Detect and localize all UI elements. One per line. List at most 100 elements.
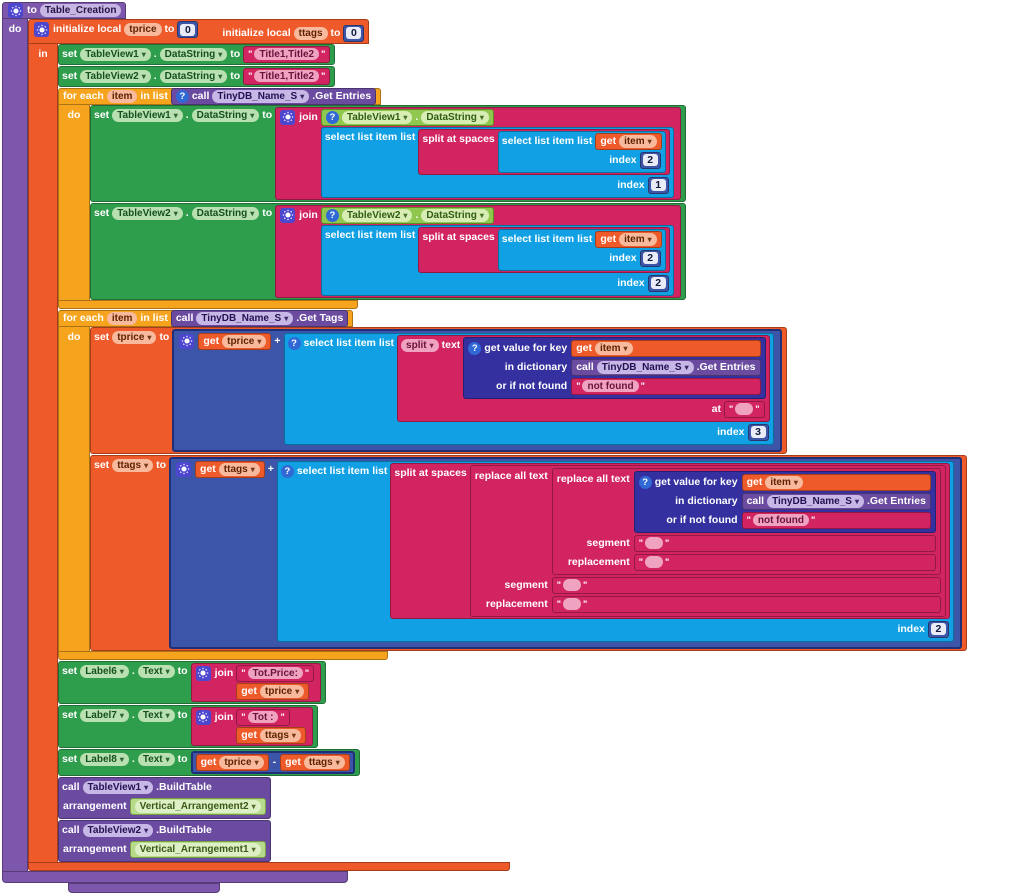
index-number-block[interactable]: 3 — [747, 423, 769, 441]
string-field[interactable]: not found — [752, 514, 809, 526]
mutator-gear-icon[interactable] — [179, 333, 195, 349]
property-dropdown[interactable]: DataString▾ — [159, 47, 228, 61]
loop-var-field[interactable]: item — [106, 311, 138, 325]
variable-dropdown[interactable]: item▾ — [594, 341, 633, 355]
component-dropdown[interactable]: TableView2▾ — [80, 69, 151, 83]
number-field[interactable]: 1 — [650, 179, 666, 191]
comment-question-icon[interactable]: ? — [175, 89, 189, 103]
index-number-block[interactable]: 1 — [647, 176, 669, 194]
property-dropdown[interactable]: DataString▾ — [159, 69, 228, 83]
component-dropdown[interactable]: Label8▾ — [80, 752, 129, 766]
component-dropdown[interactable]: Label6▾ — [80, 664, 129, 678]
loop-var-field[interactable]: item — [106, 89, 138, 103]
tinydb-dropdown[interactable]: TinyDB_Name_S▾ — [767, 494, 864, 508]
tinydb-dropdown[interactable]: TinyDB_Name_S▾ — [596, 360, 694, 374]
set-tableview1-join-block[interactable]: set TableView1▾ . DataString▾ to — [90, 104, 686, 202]
component-dropdown[interactable]: TableView1▾ — [82, 780, 154, 794]
tableview2-datastring-getter[interactable]: ? TableView2▾ . DataString▾ — [320, 206, 494, 224]
string-field[interactable]: Title1,Title2 — [254, 48, 320, 60]
mutator-gear-icon[interactable] — [195, 709, 211, 725]
procedure-bottom-tab[interactable] — [68, 882, 220, 893]
text-string-block[interactable]: "" — [723, 400, 765, 418]
number-field[interactable]: 0 — [346, 27, 362, 39]
index-number-block[interactable]: 2 — [639, 151, 661, 169]
call-get-tags-block[interactable]: call TinyDB_Name_S▾ .Get Tags — [170, 309, 349, 327]
number-block[interactable]: 0 — [177, 21, 199, 38]
mutator-gear-icon[interactable] — [34, 22, 49, 37]
text-string-block[interactable]: "Tot.Price:" — [236, 664, 315, 682]
set-label7-text-block[interactable]: set Label7▾ . Text▾ to join — [58, 704, 318, 748]
comment-question-icon[interactable]: ? — [287, 336, 301, 350]
string-field[interactable]: not found — [582, 380, 639, 392]
string-field[interactable]: Tot : — [247, 711, 279, 723]
string-field[interactable] — [735, 403, 754, 415]
mutator-gear-icon[interactable] — [280, 109, 296, 125]
property-dropdown[interactable]: DataString▾ — [191, 206, 260, 220]
comment-question-icon[interactable]: ? — [325, 208, 339, 222]
text-string-block[interactable]: "" — [551, 595, 941, 613]
procedure-name-field[interactable]: Table_Creation — [39, 4, 122, 17]
tableview1-datastring-getter[interactable]: ? TableView1▾ . DataString▾ — [320, 108, 494, 126]
text-string-block[interactable]: "not found" — [741, 511, 931, 529]
number-field[interactable]: 2 — [642, 252, 658, 264]
foreach-bottom[interactable] — [58, 299, 358, 309]
component-dropdown[interactable]: TableView2▾ — [82, 823, 154, 837]
component-dropdown[interactable]: TableView1▾ — [80, 47, 151, 61]
number-field[interactable]: 2 — [642, 154, 658, 166]
variable-dropdown[interactable]: ttags▾ — [303, 755, 345, 769]
foreach-tags-block[interactable]: for each item in list call TinyDB_Name_S… — [58, 309, 967, 660]
join-block[interactable]: join ? TableView1▾ . — [275, 106, 681, 200]
procedure-header[interactable]: to Table_Creation — [2, 2, 127, 19]
variable-dropdown[interactable]: ttags▾ — [218, 462, 260, 476]
comment-question-icon[interactable]: ? — [280, 464, 294, 478]
foreach-header[interactable]: for each item in list call TinyDB_Name_S… — [58, 309, 354, 327]
number-field[interactable]: 0 — [180, 23, 196, 36]
variable-dropdown[interactable]: item▾ — [765, 475, 803, 489]
index-number-block[interactable]: 2 — [927, 620, 949, 638]
property-dropdown[interactable]: Text▾ — [137, 664, 175, 678]
foreach-do-spine[interactable]: do — [58, 326, 90, 651]
tinydb-dropdown[interactable]: TinyDB_Name_S▾ — [212, 89, 310, 103]
index-number-block[interactable]: 2 — [639, 249, 661, 267]
foreach-entries-block[interactable]: for each item in list ? call TinyDB_Name… — [58, 87, 686, 309]
string-field[interactable]: Tot.Price: — [247, 667, 303, 679]
text-string-block[interactable]: "" — [551, 576, 941, 594]
property-dropdown[interactable]: Text▾ — [137, 708, 175, 722]
vertical-arrangement2-block[interactable]: Vertical_Arrangement2▾ — [129, 797, 266, 815]
mutator-gear-icon[interactable] — [195, 665, 211, 681]
property-dropdown[interactable]: DataString▾ — [421, 110, 489, 124]
text-string-block[interactable]: "Title1,Title2" — [243, 67, 331, 85]
initialize-local-in-spine[interactable]: in — [28, 43, 58, 862]
variable-dropdown[interactable]: tprice▾ — [219, 755, 264, 769]
foreach-do-spine[interactable]: do — [58, 104, 90, 300]
set-label6-text-block[interactable]: set Label6▾ . Text▾ to join — [58, 660, 327, 704]
number-field[interactable]: 2 — [930, 623, 946, 635]
initialize-local-header[interactable]: initialize local tprice to 0 initialize … — [28, 19, 370, 44]
property-dropdown[interactable]: DataString▾ — [191, 108, 260, 122]
comment-question-icon[interactable]: ? — [325, 110, 339, 124]
comment-question-icon[interactable]: ? — [638, 475, 652, 489]
string-field[interactable]: Title1,Title2 — [254, 70, 320, 82]
set-tableview1-datastring-block[interactable]: set TableView1▾ . DataString▾ to "Title1… — [58, 43, 336, 65]
